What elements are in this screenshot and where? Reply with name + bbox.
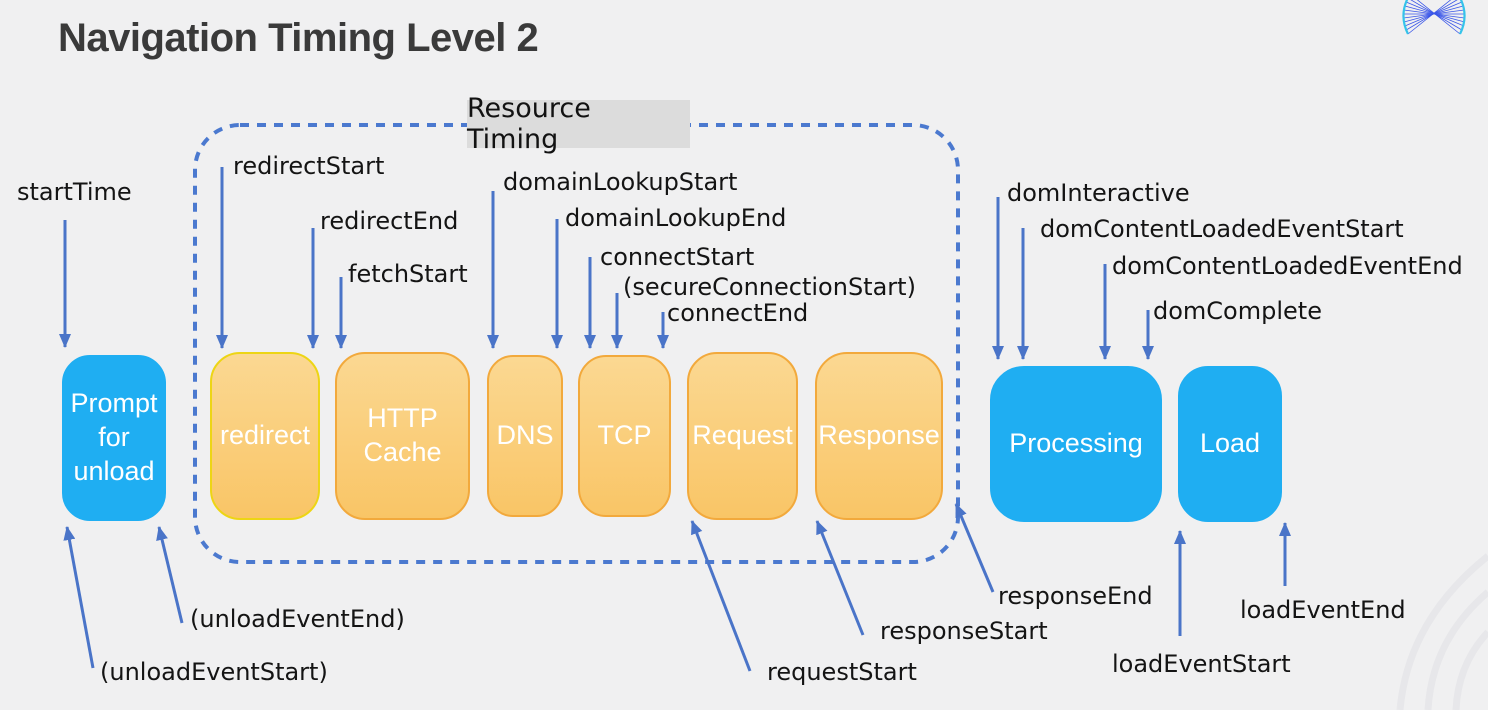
label-domComplete: domComplete [1153, 297, 1322, 325]
arrow-responseStart [815, 520, 865, 636]
label-responseEnd: responseEnd [998, 582, 1153, 610]
label-redirectEnd: redirectEnd [320, 207, 459, 235]
label-fetchStart: fetchStart [348, 260, 468, 288]
label-domContentLoadedEventStart: domContentLoadedEventStart [1040, 215, 1404, 243]
logo-icon [1402, 0, 1466, 35]
page-title: Navigation Timing Level 2 [58, 16, 539, 60]
label-domainLookupStart: domainLookupStart [503, 168, 738, 196]
label-unloadEventEnd: (unloadEventEnd) [190, 605, 405, 633]
label-loadEventStart: loadEventStart [1112, 650, 1291, 678]
resource-timing-boundary [193, 123, 960, 564]
label-domainLookupEnd: domainLookupEnd [565, 204, 787, 232]
box-prompt-for-unload: Prompt for unload [62, 355, 166, 521]
label-startTime: startTime [17, 178, 132, 206]
label-secureConnectionStart: (secureConnectionStart) [623, 273, 916, 301]
label-connectStart: connectStart [600, 243, 755, 271]
label-redirectStart: redirectStart [233, 152, 385, 180]
label-domInteractive: domInteractive [1007, 179, 1190, 207]
label-requestStart: requestStart [767, 658, 917, 686]
arrow-requestStart [690, 520, 752, 672]
box-response: Response [815, 352, 943, 520]
label-domContentLoadedEventEnd: domContentLoadedEventEnd [1112, 252, 1463, 280]
swirl-decoration [1396, 553, 1488, 710]
box-dns: DNS [487, 355, 563, 517]
box-request: Request [687, 352, 798, 520]
arrow-unloadEventEnd [156, 526, 184, 624]
label-unloadEventStart: (unloadEventStart) [100, 658, 328, 686]
box-redirect: redirect [210, 352, 320, 520]
box-load: Load [1178, 366, 1282, 522]
label-connectEnd: connectEnd [667, 299, 809, 327]
label-responseStart: responseStart [880, 617, 1048, 645]
arrow-unloadEventStart [63, 526, 95, 669]
label-loadEventEnd: loadEventEnd [1240, 596, 1406, 624]
arrow-responseEnd [954, 503, 995, 593]
resource-timing-label: Resource Timing [467, 93, 690, 155]
box-processing: Processing [990, 366, 1162, 522]
box-tcp: TCP [578, 355, 671, 517]
box-http-cache: HTTP Cache [335, 352, 470, 520]
